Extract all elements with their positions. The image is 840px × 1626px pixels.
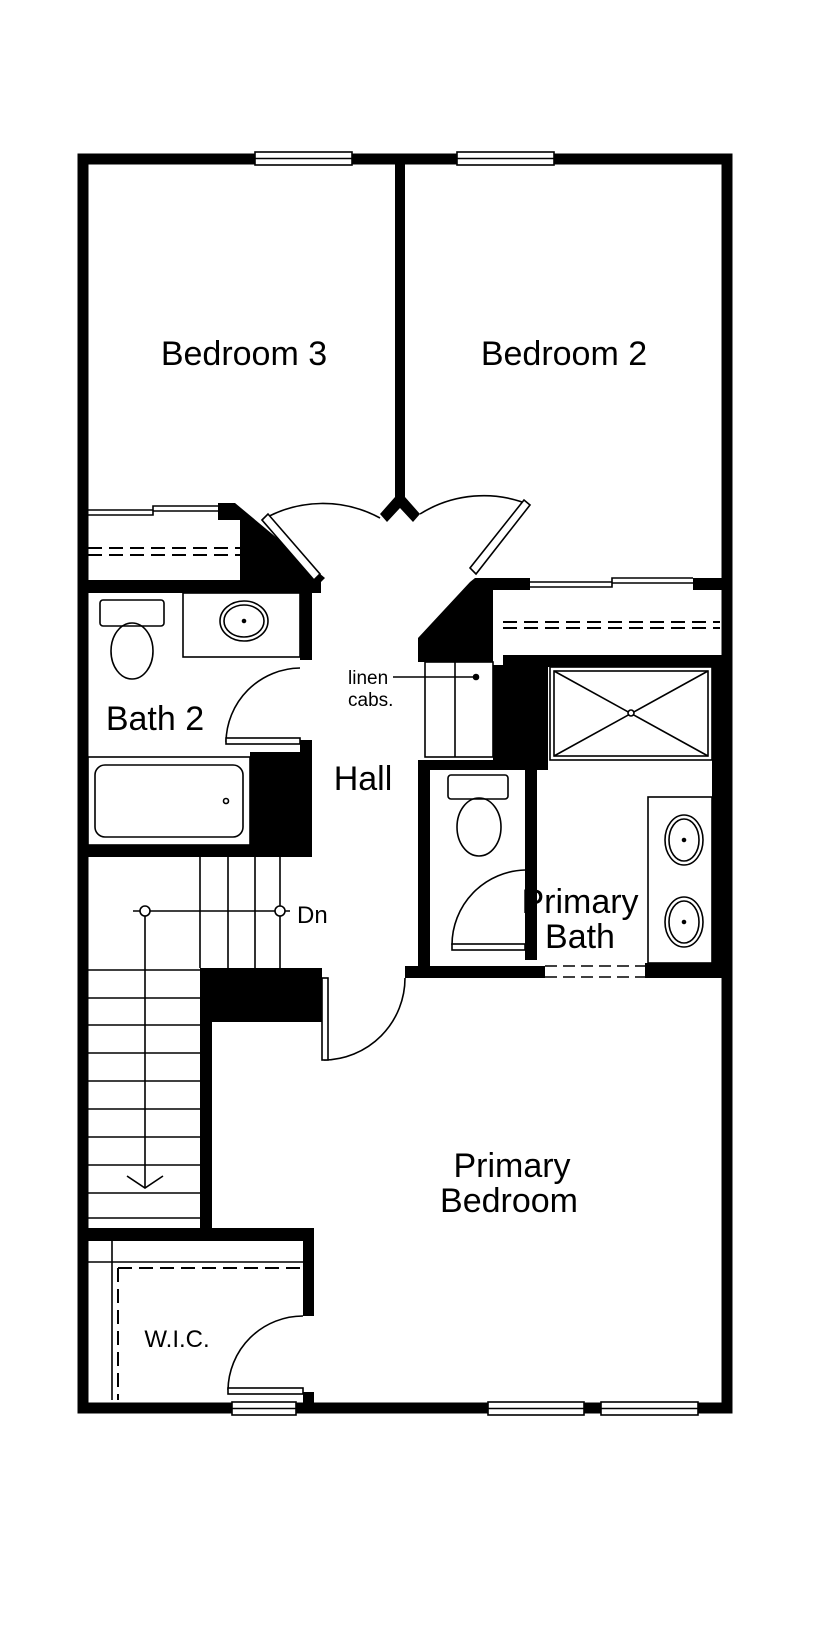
linen-label-line1: linen [348,668,388,689]
room-label-wic: W.I.C. [144,1326,209,1353]
closets [88,505,720,1400]
primary-bath-fixtures [447,666,713,964]
stairs-down-label: Dn [297,902,328,929]
room-label-primary-bedroom-1: Primary [453,1147,570,1185]
room-label-primary-bedroom-2: Bedroom [440,1182,578,1220]
room-label-bath-2: Bath 2 [106,700,204,738]
room-label-primary-bath-1: Primary [521,883,638,921]
windows [231,151,699,1416]
staircase[interactable] [88,857,290,1219]
room-label-bedroom-3: Bedroom 3 [161,335,327,373]
linen-label-line2: cabs. [348,690,393,711]
room-label-hall: Hall [334,760,393,798]
room-label-primary-bath-2: Bath [545,918,615,956]
bath2-fixtures [87,592,301,846]
linen-cabinets [393,661,494,758]
room-label-bedroom-2: Bedroom 2 [481,335,647,373]
doors [225,494,645,1395]
